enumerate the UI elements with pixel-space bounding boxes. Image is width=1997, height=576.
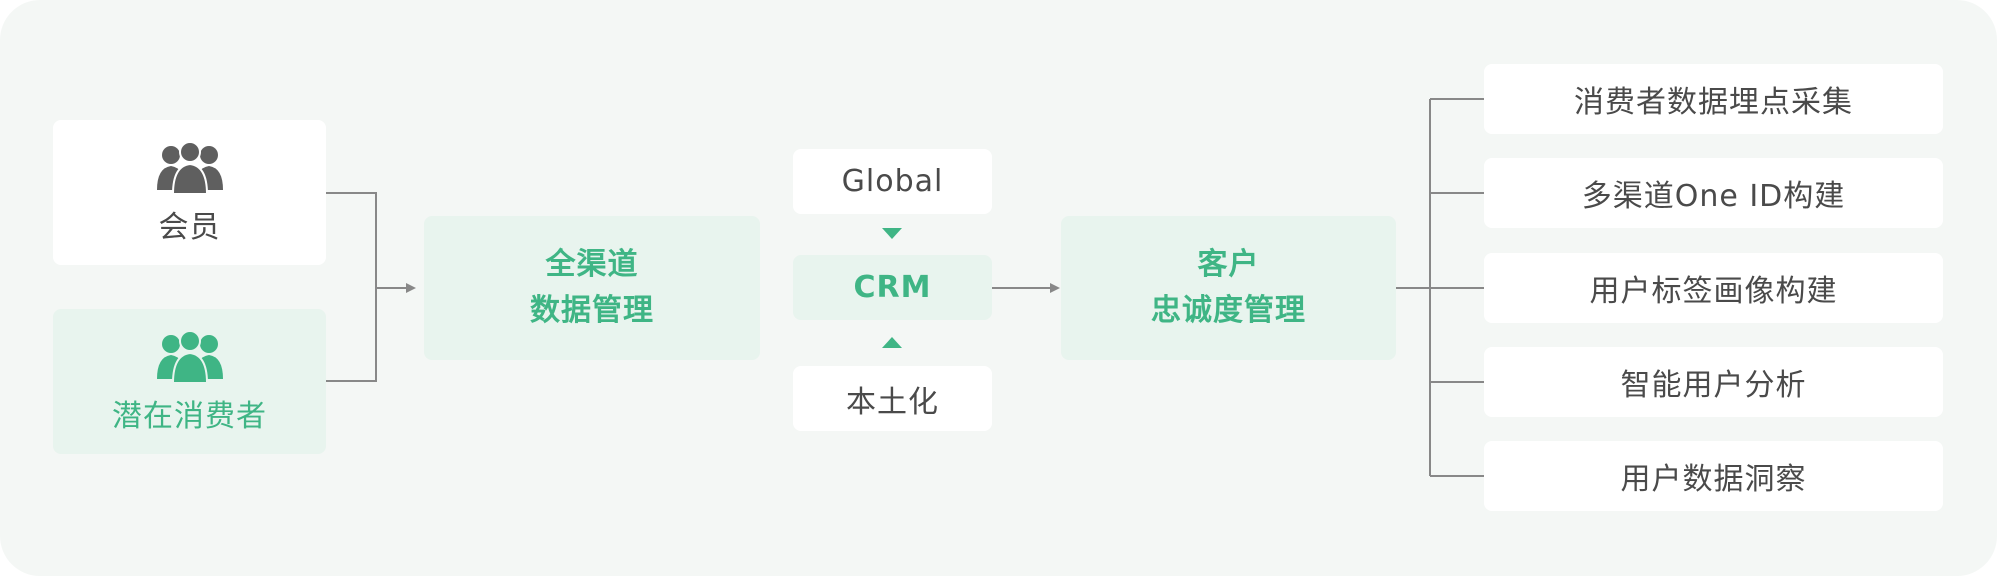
output-item-5: 用户数据洞察: [1484, 441, 1943, 511]
member-label: 会员: [158, 209, 221, 245]
output-label: 多渠道One ID构建: [1581, 179, 1846, 214]
crm-box: CRM: [793, 255, 992, 320]
omni-channel-line1: 全渠道: [545, 247, 639, 282]
potential-consumer-label: 潜在消费者: [112, 398, 267, 434]
output-item-4: 智能用户分析: [1484, 347, 1943, 417]
omni-channel-box: 全渠道 数据管理: [424, 216, 760, 360]
localization-label: 本土化: [846, 384, 939, 420]
output-bracket: [1396, 98, 1484, 477]
output-label: 消费者数据埋点采集: [1574, 85, 1853, 120]
source-bracket: [326, 192, 414, 382]
users-icon: [156, 140, 223, 195]
global-box: Global: [793, 149, 992, 214]
output-label: 用户数据洞察: [1620, 462, 1807, 497]
member-box: 会员: [53, 120, 326, 265]
output-item-2: 多渠道One ID构建: [1484, 158, 1943, 228]
output-item-1: 消费者数据埋点采集: [1484, 64, 1943, 134]
triangle-down-icon: [882, 228, 902, 239]
localization-box: 本土化: [793, 366, 992, 431]
output-item-3: 用户标签画像构建: [1484, 253, 1943, 323]
loyalty-line1: 客户: [1197, 247, 1260, 282]
output-label: 用户标签画像构建: [1589, 274, 1838, 309]
global-label: Global: [841, 164, 944, 199]
potential-consumer-box: 潜在消费者: [53, 309, 326, 454]
output-label: 智能用户分析: [1620, 368, 1807, 403]
crm-label: CRM: [853, 270, 932, 305]
users-icon: [156, 329, 223, 384]
triangle-up-icon: [882, 337, 902, 348]
omni-channel-line2: 数据管理: [530, 293, 654, 328]
loyalty-box: 客户 忠诚度管理: [1061, 216, 1396, 360]
loyalty-line2: 忠诚度管理: [1151, 293, 1306, 328]
